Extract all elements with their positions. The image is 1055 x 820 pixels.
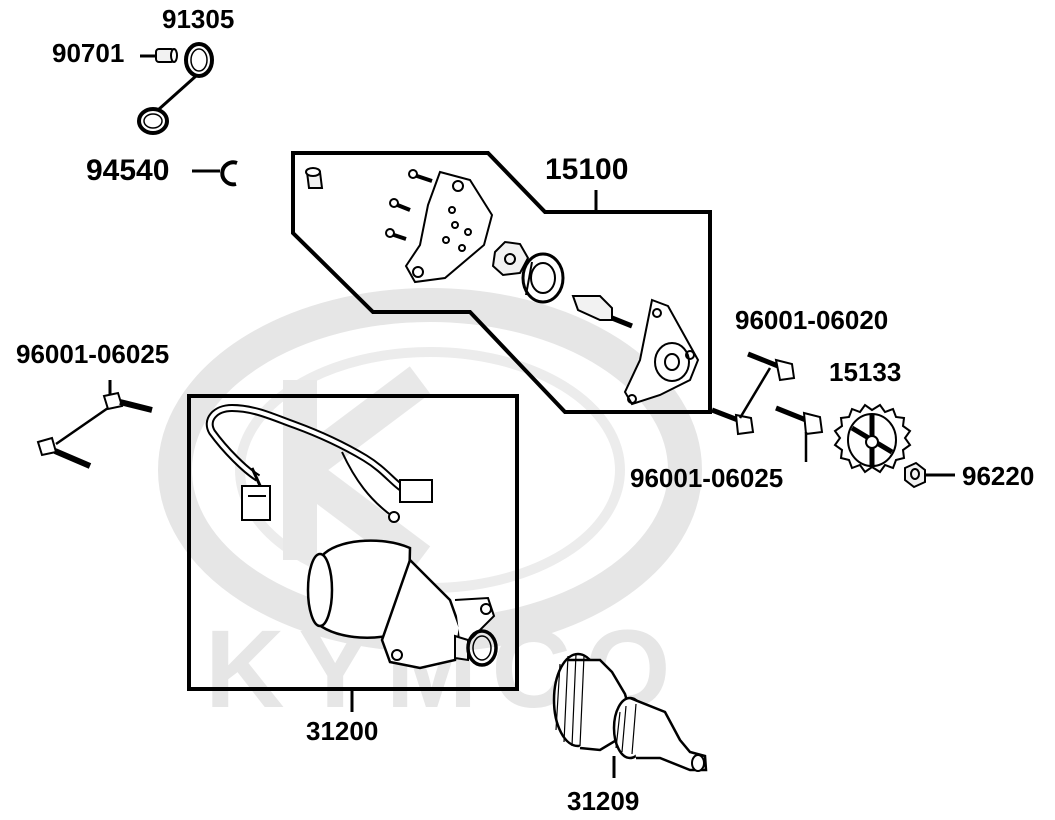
screw-3 bbox=[385, 228, 407, 241]
label-15100: 15100 bbox=[545, 153, 629, 186]
bracket-plate bbox=[404, 170, 494, 284]
label-96001-06025-right: 96001-06025 bbox=[630, 463, 784, 493]
pin-90701 bbox=[155, 48, 178, 63]
sprocket-15133 bbox=[833, 403, 912, 474]
one-way-clutch bbox=[521, 252, 565, 304]
screw-1 bbox=[408, 169, 433, 183]
label-94540: 94540 bbox=[86, 154, 170, 187]
label-96001-06025-left: 96001-06025 bbox=[16, 339, 170, 369]
starter-drive-31209 bbox=[552, 652, 708, 772]
bushing-small bbox=[305, 167, 324, 189]
screw-2 bbox=[389, 198, 411, 212]
kit-15100-outline bbox=[291, 151, 712, 414]
o-ring-lower bbox=[137, 107, 169, 135]
idler-plate bbox=[623, 298, 700, 406]
label-31200: 31200 bbox=[306, 716, 379, 746]
label-90701: 90701 bbox=[52, 38, 125, 68]
label-91305: 91305 bbox=[162, 4, 235, 34]
wire-harness bbox=[205, 403, 433, 523]
label-15133: 15133 bbox=[829, 357, 902, 387]
bolt-left-lower bbox=[36, 436, 92, 469]
label-31209: 31209 bbox=[567, 786, 640, 816]
label-96220: 96220 bbox=[962, 461, 1035, 491]
shaft bbox=[571, 295, 633, 329]
nut-96220 bbox=[904, 461, 926, 489]
label-96001-06020: 96001-06020 bbox=[735, 305, 889, 335]
gear-small bbox=[491, 240, 530, 277]
bolt-96001-06025-b bbox=[775, 405, 824, 436]
circlip-94540 bbox=[220, 160, 238, 187]
bolt-96001-06025-a bbox=[711, 407, 755, 436]
o-ring-91305 bbox=[184, 42, 214, 78]
leader-91305 bbox=[156, 74, 198, 112]
bolt-left-upper bbox=[102, 391, 153, 413]
bolt-96001-06020 bbox=[747, 351, 796, 382]
starter-motor bbox=[306, 539, 498, 670]
